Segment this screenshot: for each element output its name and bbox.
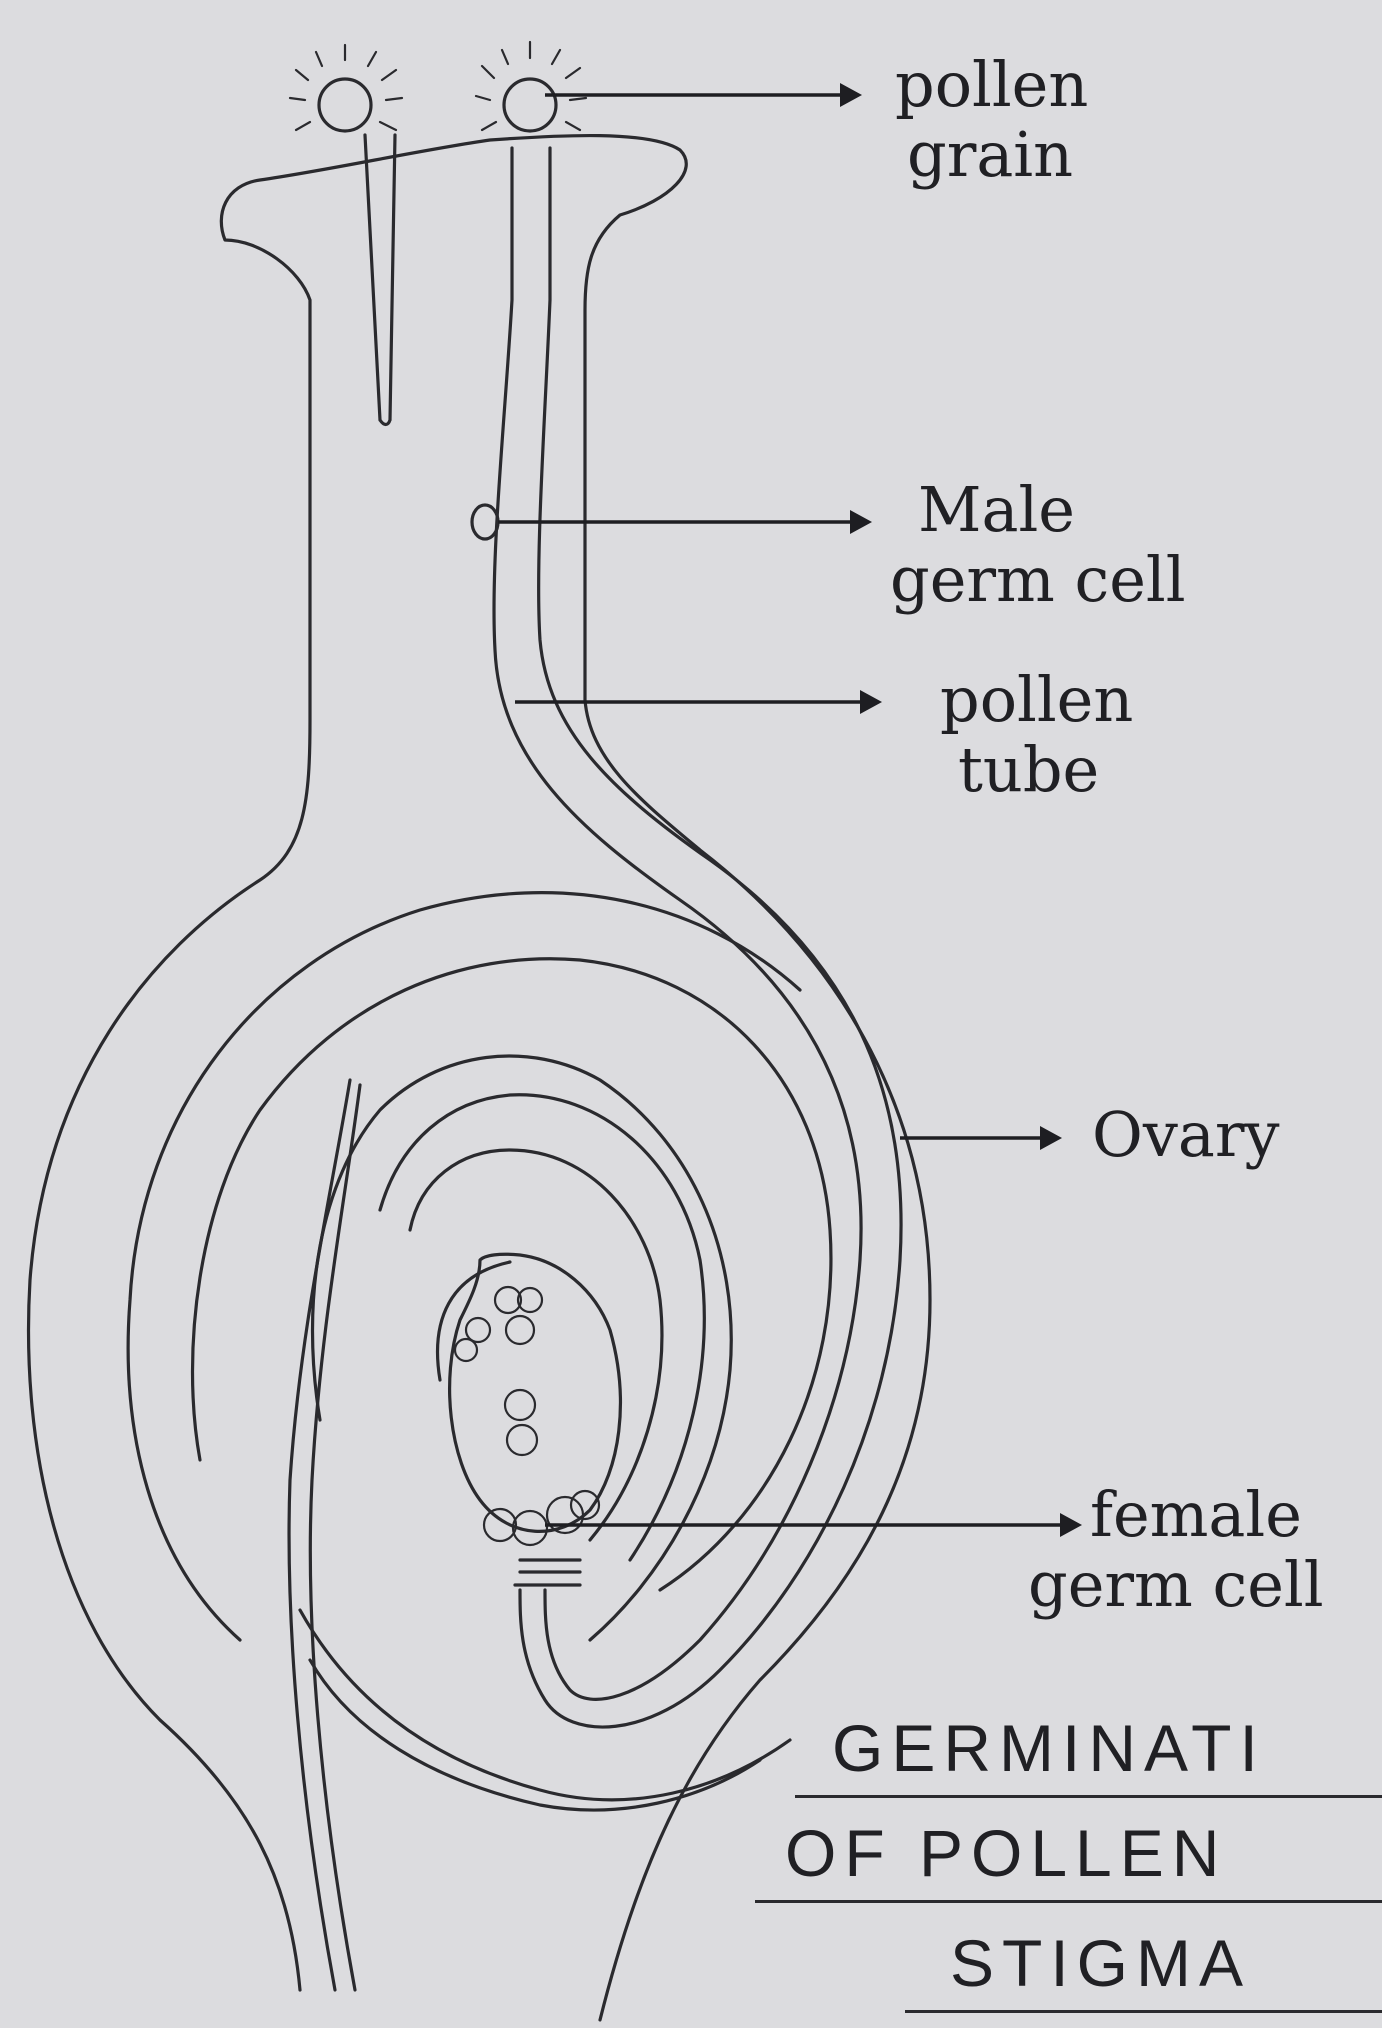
label-female-germ-cell-line1: female: [1090, 1480, 1324, 1550]
female-germ-cell-arrow: [545, 1513, 1082, 1537]
label-pollen-tube-line2: tube: [940, 735, 1133, 805]
title-underline-3: [905, 2010, 1382, 2013]
left-pollen-tube: [365, 135, 395, 425]
ovule-layer-2: [380, 1095, 704, 1560]
title-line-3: STIGMA: [950, 1925, 1251, 2001]
label-pollen-tube: pollen tube: [940, 665, 1133, 805]
right-pollen-grain: [476, 42, 586, 131]
male-germ-cell-arrow: [498, 510, 872, 534]
funicle-curve: [300, 1610, 790, 1800]
label-female-germ-cell: female germ cell: [1090, 1480, 1324, 1620]
label-pollen-tube-line1: pollen: [940, 665, 1133, 735]
embryo-sac: [450, 1254, 621, 1531]
pollen-tube-inner: [520, 148, 901, 1727]
egg-apparatus: [484, 1491, 599, 1545]
title-underline-1: [795, 1795, 1382, 1798]
label-male-germ-cell-line1: Male: [890, 475, 1186, 545]
micropyle: [515, 1560, 580, 1585]
label-female-germ-cell-line2: germ cell: [1028, 1550, 1324, 1620]
label-pollen-grain-line2: grain: [895, 120, 1088, 190]
label-male-germ-cell: Male germ cell: [890, 475, 1186, 615]
ovule-layer-1: [313, 1056, 732, 1640]
title-line-2: OF POLLEN: [785, 1815, 1227, 1891]
funicle-right: [310, 1085, 360, 1990]
label-pollen-grain: pollen grain: [895, 50, 1088, 190]
ovule-layer-3: [410, 1150, 662, 1540]
label-ovary: Ovary: [1092, 1100, 1279, 1170]
label-pollen-grain-line1: pollen: [895, 50, 1088, 120]
pistil-outline: [29, 136, 930, 2020]
title-line-1: GERMINATI: [832, 1710, 1266, 1786]
antipodal-cells: [455, 1287, 542, 1361]
label-male-germ-cell-line2: germ cell: [890, 545, 1186, 615]
male-germ-cell: [472, 505, 498, 539]
ovary-wall-outer: [128, 893, 800, 1640]
embryo-sac-inner: [438, 1262, 510, 1380]
ovary-arrow: [900, 1126, 1062, 1150]
polar-nuclei: [505, 1390, 537, 1455]
label-ovary-line1: Ovary: [1092, 1100, 1279, 1170]
pollen-grain-arrow: [545, 83, 862, 107]
title-underline-2: [755, 1900, 1382, 1903]
pollen-tube-arrow: [515, 690, 882, 714]
left-pollen-grain: [290, 45, 402, 131]
